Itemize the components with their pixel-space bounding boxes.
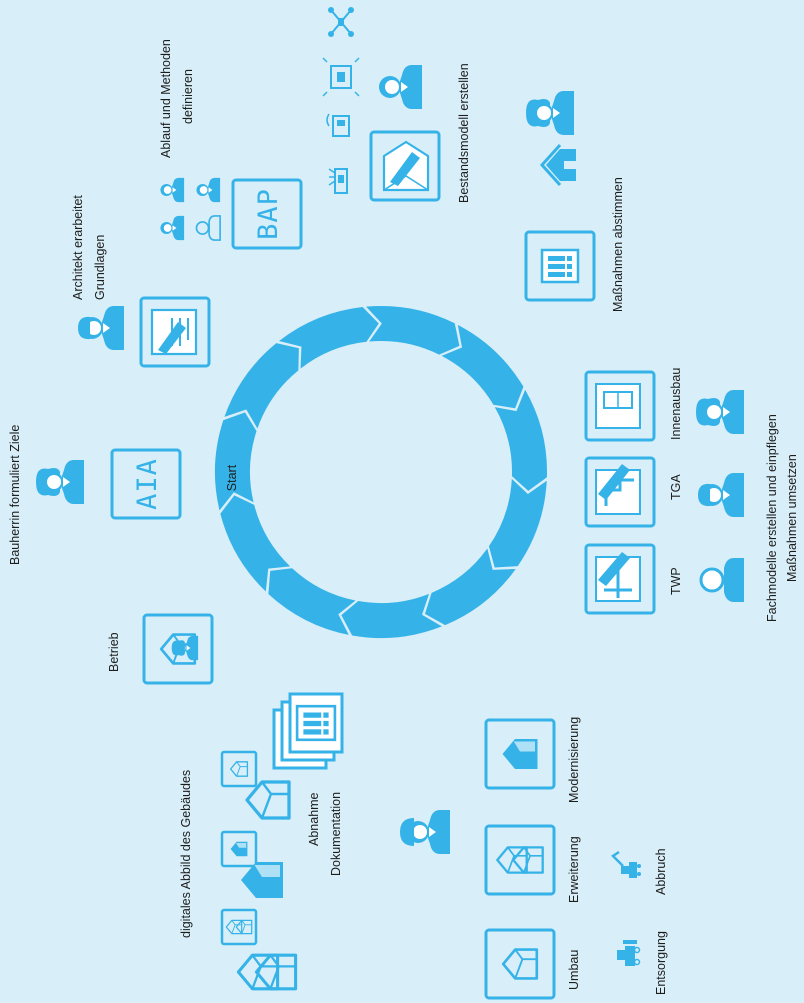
- cycle-start-label: Start: [225, 464, 239, 491]
- person-icon: [196, 177, 221, 203]
- cycle-arrow-segment: [424, 548, 516, 626]
- label-digital: digitales Abbild des Gebäudes: [179, 770, 193, 938]
- label-massnahmen-abstimmen: Maßnahmen abstimmen: [611, 177, 625, 312]
- scanner-icon: [322, 57, 360, 97]
- process-cycle: [214, 306, 547, 638]
- umbau-model-icon: [484, 928, 556, 1000]
- bap-document-icon: BAP: [231, 178, 303, 250]
- label-architekt-line1: Architekt erarbeitet: [71, 195, 85, 300]
- excavator-icon: [611, 850, 641, 878]
- aia-document-icon: AIA: [110, 448, 182, 520]
- cycle-arrow-segment: [268, 568, 356, 635]
- label-abnahme-line2: Dokumentation: [329, 792, 343, 876]
- label-betrieb: Betrieb: [107, 632, 121, 672]
- crane-person-icon: [400, 810, 450, 854]
- tga-model-icon: [584, 456, 656, 528]
- table-icon: [524, 230, 596, 302]
- bulldozer-icon: [617, 940, 641, 966]
- label-bauherrin: Bauherrin formuliert Ziele: [8, 425, 22, 565]
- person-icon: [160, 215, 185, 241]
- cycle-arrow-segment: [224, 343, 299, 429]
- cycle-arrow-segment: [214, 412, 257, 511]
- cycle-arrow-segment: [441, 324, 524, 409]
- label-entsorgung: Entsorgung: [654, 931, 668, 995]
- bap-text: BAP: [253, 188, 284, 240]
- model-icon: [369, 130, 441, 202]
- aia-text: AIA: [132, 458, 163, 510]
- label-ablauf-line2: definieren: [181, 69, 195, 124]
- label-ablauf-line1: Ablauf und Methoden: [159, 39, 173, 158]
- cycle-arrow-segment: [488, 478, 547, 568]
- betrieb-model-icon: [142, 613, 214, 685]
- person-icon: [160, 177, 185, 203]
- person-icon: [379, 65, 422, 109]
- person-icon: [195, 215, 221, 241]
- cycle-arrow-segment: [220, 495, 291, 592]
- cycle-arrow-segment: [494, 389, 547, 491]
- person-icon: [526, 91, 574, 135]
- cycle-arrow-segment: [341, 593, 442, 638]
- house-hand-icon: [539, 143, 576, 187]
- person-icon: [699, 558, 744, 602]
- person-icon: [698, 473, 744, 517]
- drone-icon: [328, 7, 354, 37]
- person-icon: [36, 460, 84, 504]
- twp-model-icon: [584, 543, 656, 615]
- digital-twin-model-icons: [220, 750, 298, 991]
- modernisierung-model-icon: [484, 718, 556, 790]
- label-architekt-line2: Grundlagen: [93, 235, 107, 300]
- label-fach-line2: Maßnahmen umsetzen: [785, 454, 799, 582]
- label-twp: TWP: [669, 567, 683, 595]
- label-bestand: Bestandsmodell erstellen: [457, 63, 471, 203]
- scanner-icon: [328, 168, 348, 194]
- cycle-arrow-segment: [366, 306, 460, 355]
- label-umbau: Umbau: [567, 950, 581, 990]
- label-tga: TGA: [669, 474, 683, 500]
- label-erweiterung: Erweiterung: [567, 836, 581, 903]
- label-abbruch: Abbruch: [654, 848, 668, 895]
- label-innenausbau: Innenausbau: [669, 368, 683, 440]
- documents-stack-icon: [272, 692, 344, 770]
- label-modernisierung: Modernisierung: [567, 717, 581, 803]
- label-fach-line1: Fachmodelle erstellen und einpflegen: [765, 414, 779, 622]
- label-abnahme-line1: Abnahme: [307, 792, 321, 846]
- person-icon: [696, 390, 744, 434]
- innenausbau-model-icon: [584, 370, 656, 442]
- erweiterung-model-icon: [484, 824, 556, 896]
- person-icon: [78, 306, 124, 350]
- cycle-arrow-segment: [279, 307, 379, 369]
- scanner-icon: [326, 113, 350, 137]
- document-edit-icon: [139, 296, 211, 368]
